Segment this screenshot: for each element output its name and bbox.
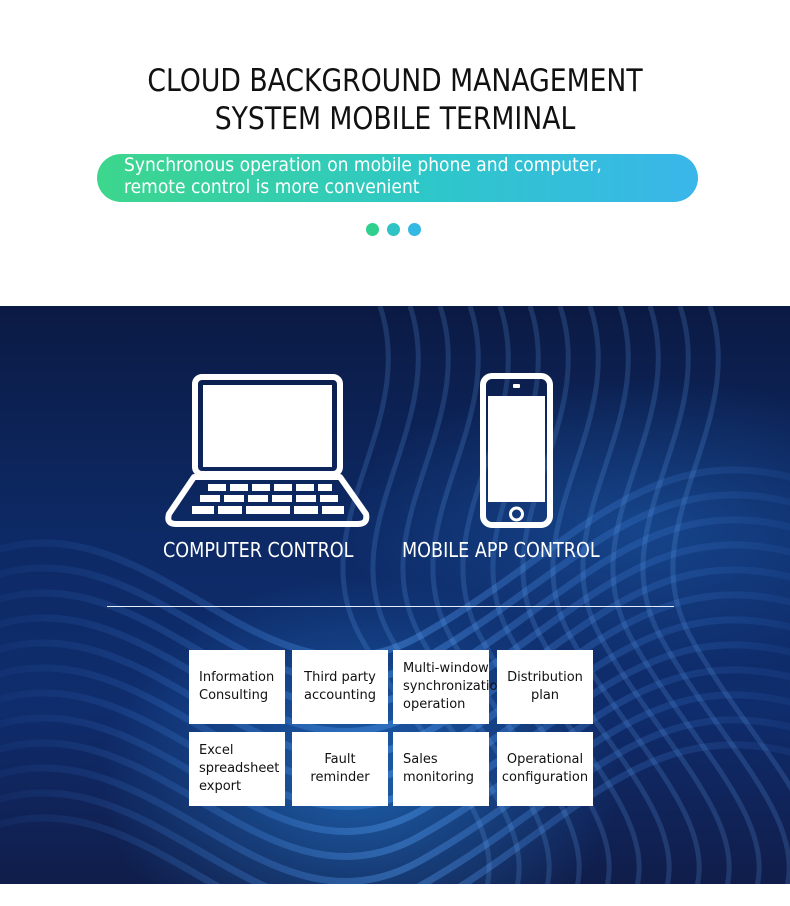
footer-strip (0, 884, 790, 906)
feature-card: Third party accounting (292, 650, 388, 724)
dot-1 (366, 223, 379, 236)
feature-label: Operational configuration (501, 752, 589, 785)
mobile-app-control-label: MOBILE APP CONTROL (402, 538, 600, 562)
feature-label: Third party accounting (304, 670, 376, 703)
banner-pill (97, 154, 698, 202)
dot-3 (408, 223, 421, 236)
pagination-dots (366, 223, 426, 237)
feature-label: Distribution plan (507, 670, 583, 703)
computer-control-label: COMPUTER CONTROL (163, 538, 354, 562)
feature-label: Sales monitoring (403, 752, 474, 785)
feature-card: Fault reminder (292, 732, 388, 806)
section-divider (107, 606, 674, 607)
banner-line-1: Synchronous operation on mobile phone an… (124, 154, 602, 176)
feature-label: Fault reminder (310, 752, 370, 785)
dot-2 (387, 223, 400, 236)
wave-background (0, 306, 790, 884)
title-line-2: SYSTEM MOBILE TERMINAL (214, 101, 576, 137)
feature-card: Information Consulting (189, 650, 285, 724)
control-panel: COMPUTER CONTROL MOBILE APP CONTROL Info… (0, 306, 790, 884)
feature-label: Information Consulting (199, 670, 275, 703)
feature-card: Operational configuration (497, 732, 593, 806)
laptop-icon (165, 374, 370, 527)
header-section: CLOUD BACKGROUND MANAGEMENT SYSTEM MOBIL… (0, 0, 790, 306)
banner-text: Synchronous operation on mobile phone an… (124, 154, 602, 198)
title-line-1: CLOUD BACKGROUND MANAGEMENT (147, 63, 643, 99)
feature-card: Sales monitoring (393, 732, 489, 806)
feature-card: Distribution plan (497, 650, 593, 724)
feature-card: Multi-window synchronization operation (393, 650, 506, 724)
page-title: CLOUD BACKGROUND MANAGEMENT SYSTEM MOBIL… (55, 62, 734, 138)
smartphone-icon (480, 373, 553, 528)
feature-label: Excel spreadsheet export (199, 743, 280, 794)
feature-card: Excel spreadsheet export (189, 732, 285, 806)
feature-label: Multi-window synchronization operation (403, 661, 506, 712)
banner-line-2: remote control is more convenient (124, 176, 420, 198)
